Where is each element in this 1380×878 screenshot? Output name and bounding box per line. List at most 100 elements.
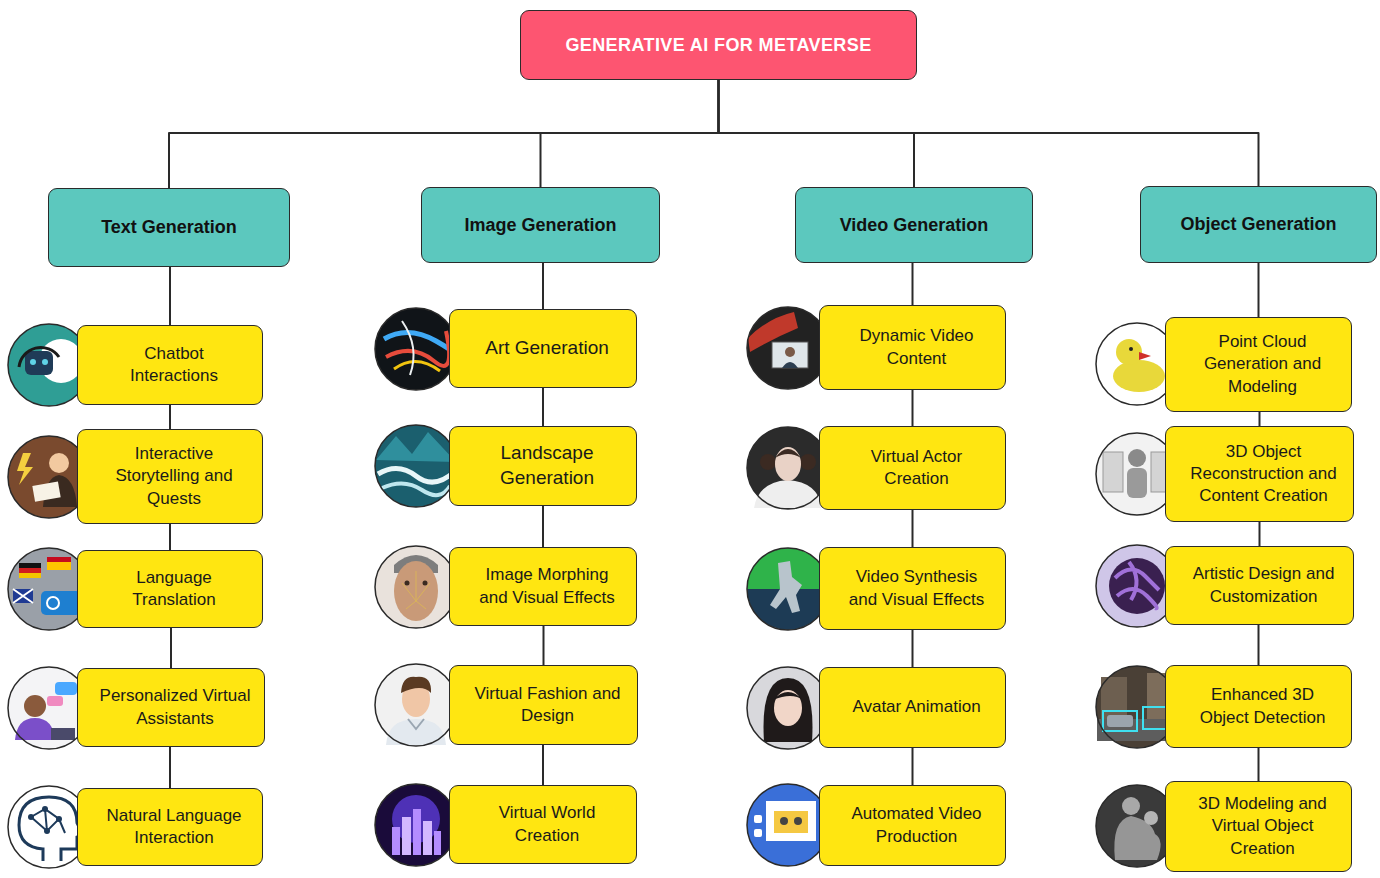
icon-ground <box>747 307 829 389</box>
building <box>402 817 411 855</box>
flag <box>13 589 33 603</box>
hair <box>764 678 813 742</box>
tree-connector <box>541 80 719 187</box>
key <box>41 591 81 615</box>
paint-stroke <box>402 321 414 375</box>
icon-ring <box>747 667 829 749</box>
application-label: Natural Language Interaction <box>94 805 254 849</box>
water <box>382 483 450 495</box>
tree-connector <box>1259 412 1261 426</box>
building <box>413 809 421 855</box>
icon-ring <box>375 784 457 866</box>
video-frame <box>774 811 808 833</box>
tree-connector <box>1259 522 1261 546</box>
collar <box>408 719 424 729</box>
head-outline <box>19 797 83 861</box>
application-label: Landscape Generation <box>490 441 605 490</box>
hair <box>775 449 801 458</box>
application-label: Virtual World Creation <box>477 802 617 846</box>
robot-eye <box>42 359 48 365</box>
application-label: Enhanced 3D Object Detection <box>1193 684 1333 728</box>
application-label: Automated Video Production <box>842 803 992 847</box>
paint-stroke <box>394 361 440 371</box>
icon-ring <box>375 425 457 507</box>
application-box: Avatar Animation <box>819 667 1006 748</box>
avatar-icon <box>747 667 829 749</box>
hair-bun <box>800 454 816 470</box>
category-label: Text Generation <box>101 217 237 238</box>
tree-connector <box>912 390 914 426</box>
tree-connector <box>169 747 171 788</box>
video-icon <box>747 307 829 389</box>
presenter-body <box>782 362 798 368</box>
fringe <box>773 692 803 700</box>
laptop <box>51 728 75 740</box>
category-box: Text Generation <box>48 188 290 267</box>
lightning <box>17 453 33 485</box>
globe <box>47 597 59 609</box>
figure <box>770 561 802 613</box>
object-part <box>1127 468 1147 498</box>
icon-ring <box>375 546 457 628</box>
figure <box>794 817 802 825</box>
tree-connector <box>912 630 914 667</box>
application-box: Automated Video Production <box>819 785 1006 866</box>
fashion-icon <box>375 664 457 746</box>
water <box>378 468 454 482</box>
face <box>774 690 802 726</box>
presenter-head <box>785 347 795 357</box>
flag-stripe <box>19 573 41 578</box>
statue-head <box>1122 797 1140 815</box>
duck-head <box>1116 339 1142 365</box>
duck-beak <box>1139 352 1151 360</box>
network <box>31 809 65 833</box>
application-box: Point Cloud Generation and Modeling <box>1165 317 1352 412</box>
application-box: Artistic Design and Customization <box>1165 546 1354 625</box>
screen <box>766 801 816 841</box>
duck-body <box>1113 360 1165 392</box>
tool-button <box>754 815 762 823</box>
tool-button <box>754 829 762 837</box>
category-box: Image Generation <box>421 187 660 263</box>
tree-connector <box>169 80 719 188</box>
bounding-box <box>1103 707 1171 731</box>
hair <box>401 677 431 693</box>
root-box: GENERATIVE AI FOR METAVERSE <box>520 10 917 80</box>
world-icon <box>375 784 457 866</box>
headset <box>19 347 59 367</box>
application-box: Virtual Fashion and Design <box>449 665 638 745</box>
tree-connector <box>543 626 545 665</box>
art-icon <box>375 308 457 390</box>
application-label: Avatar Animation <box>852 696 980 718</box>
car <box>1107 715 1133 727</box>
tree-connector <box>912 510 914 547</box>
face <box>394 561 438 621</box>
landscape-icon <box>375 425 457 507</box>
flag-stripe <box>47 557 71 562</box>
icon-ground <box>375 784 457 866</box>
application-label: Language Translation <box>114 567 234 611</box>
sphere <box>1109 558 1165 614</box>
book <box>32 482 60 502</box>
application-box: Image Morphing and Visual Effects <box>449 547 637 626</box>
tree-connector <box>170 628 172 668</box>
application-box: Personalized Virtual Assistants <box>77 668 265 747</box>
tree-connector <box>542 388 544 426</box>
network-dot <box>28 814 34 820</box>
application-label: 3D Modeling and Virtual Object Creation <box>1188 793 1338 859</box>
application-label: Chatbot Interactions <box>114 343 234 387</box>
mesh-lines <box>402 571 430 609</box>
flag-stripe <box>19 568 41 573</box>
tree-connector <box>912 263 914 305</box>
application-box: Language Translation <box>77 550 263 628</box>
duck-eye <box>1129 347 1133 351</box>
application-label: Artistic Design and Customization <box>1181 563 1346 607</box>
icon-ground <box>747 784 829 866</box>
category-label: Video Generation <box>840 215 989 236</box>
application-label: Virtual Fashion and Design <box>465 683 630 727</box>
flag-cross <box>13 589 33 603</box>
network-dot <box>42 806 48 812</box>
application-label: Image Morphing and Visual Effects <box>475 564 620 608</box>
tree-connector <box>542 745 544 785</box>
